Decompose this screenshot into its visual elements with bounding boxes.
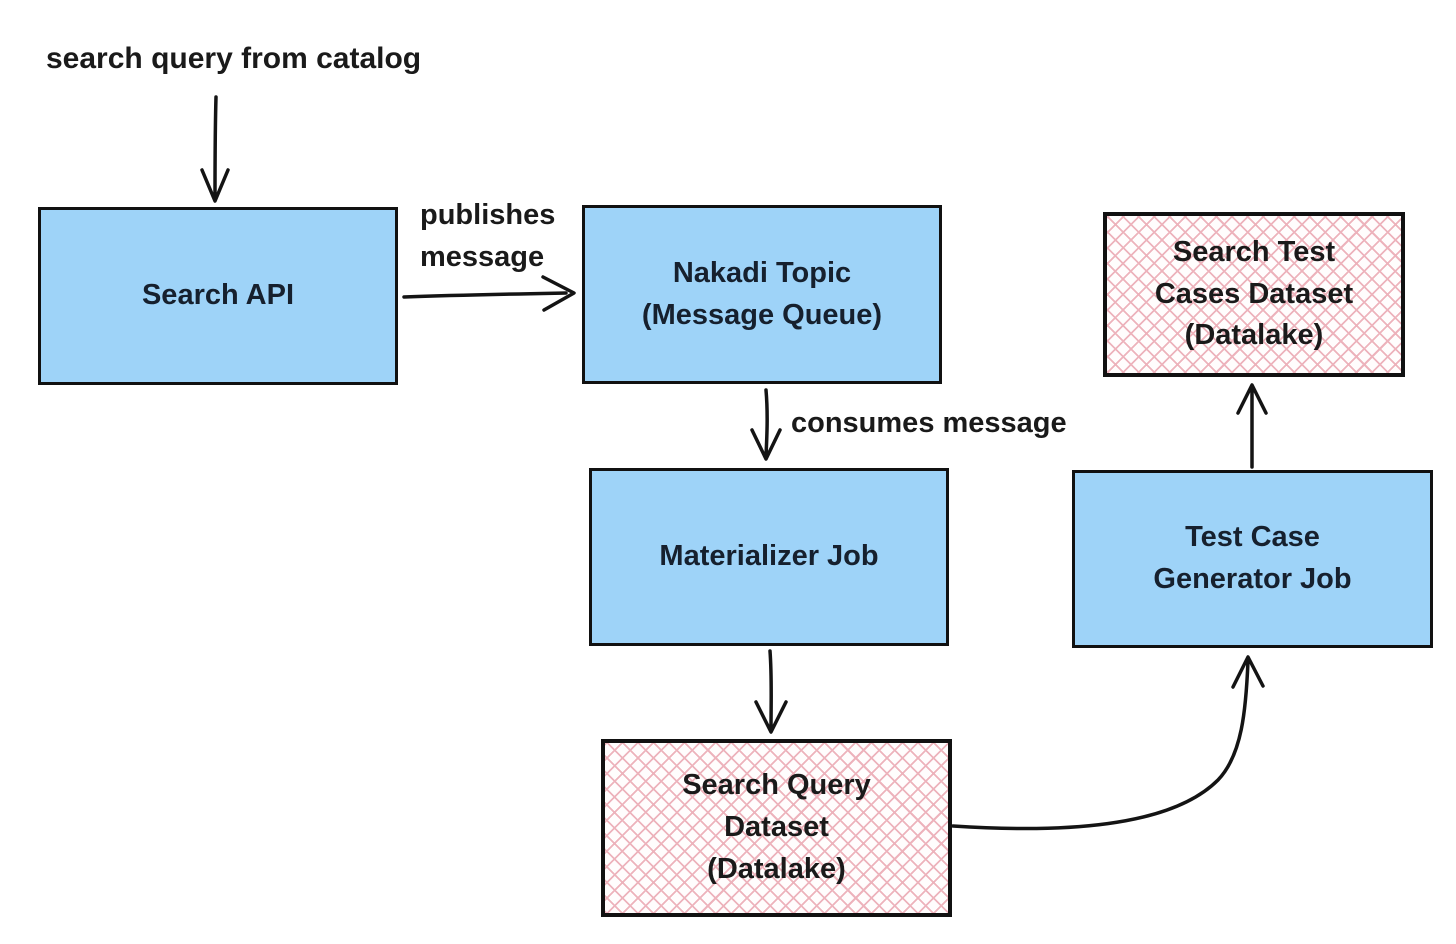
node-test-case-generator-job-label: Test Case Generator Job — [1153, 521, 1352, 595]
publishes-message-label: publishes message — [420, 199, 556, 273]
arrow-catalog-to-search-api — [200, 95, 230, 203]
node-nakadi-topic: Nakadi Topic (Message Queue) — [582, 205, 942, 384]
node-search-test-cases-dataset-label: Search Test Cases Dataset (Datalake) — [1154, 235, 1354, 352]
consumes-message-label: consumes message — [791, 407, 1067, 439]
arrow-generator-to-test-cases-dataset — [1236, 383, 1268, 469]
catalog-input-label: search query from catalog — [46, 42, 422, 75]
arrow-search-api-to-nakadi — [402, 275, 576, 312]
arrow-query-dataset-to-generator — [951, 655, 1265, 831]
node-nakadi-topic-label: Nakadi Topic (Message Queue) — [641, 256, 883, 331]
node-materializer-job-label: Materializer Job — [659, 540, 879, 573]
node-search-test-cases-dataset: Search Test Cases Dataset (Datalake) — [1103, 212, 1405, 377]
node-test-case-generator-job: Test Case Generator Job — [1072, 470, 1433, 648]
node-search-api: Search API — [38, 207, 398, 385]
node-search-query-dataset: Search Query Dataset (Datalake) — [601, 739, 952, 917]
node-materializer-job: Materializer Job — [589, 468, 949, 646]
arrow-materializer-to-query-dataset — [754, 649, 788, 734]
arrow-nakadi-to-materializer — [750, 388, 782, 461]
node-search-query-dataset-label: Search Query Dataset (Datalake) — [682, 769, 871, 885]
node-search-api-label: Search API — [141, 279, 295, 312]
